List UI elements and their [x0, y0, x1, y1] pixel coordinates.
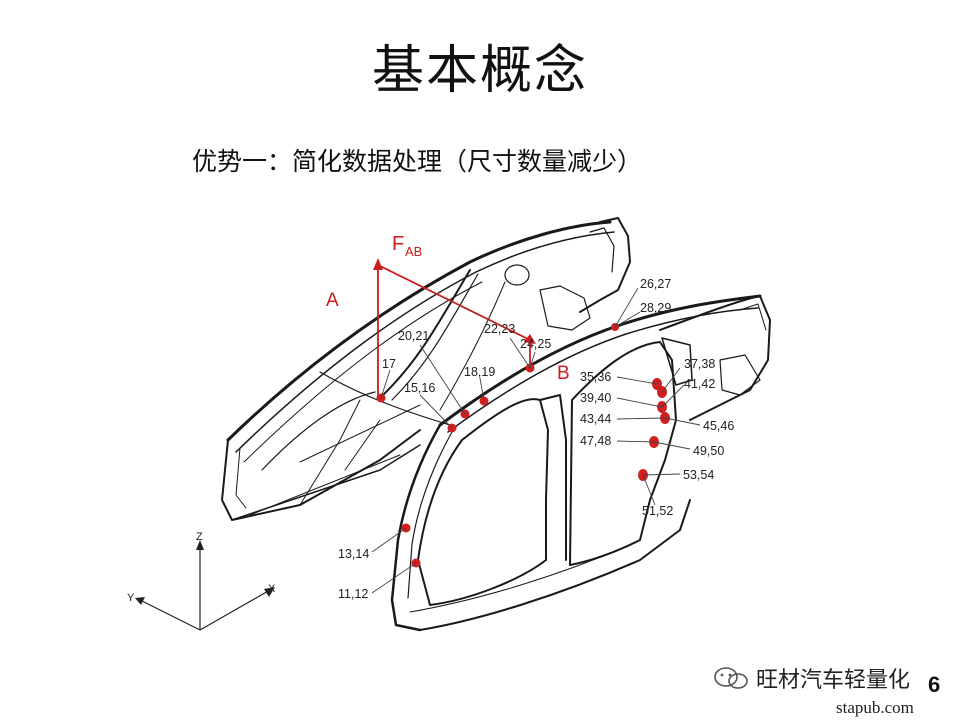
point-a-label: A	[326, 290, 339, 311]
callout-45-46: 45,46	[703, 419, 734, 433]
axis-x-label: X	[268, 583, 276, 595]
callout-37-38: 37,38	[684, 357, 715, 371]
slide-title: 基本概念	[371, 41, 588, 101]
axis-z-label: Z	[196, 531, 203, 543]
axis-y-label: Y	[127, 592, 135, 604]
point-b-label: B	[557, 363, 570, 384]
wechat-icon	[714, 667, 748, 689]
callout-39-40: 39,40	[580, 391, 611, 405]
callout-26-27: 26,27	[640, 277, 671, 291]
callout-20-21: 20,21	[398, 329, 429, 343]
callout-24-25: 24,25	[520, 337, 551, 351]
coordinate-axes	[135, 540, 275, 631]
watermark-site: stapub.com	[836, 698, 914, 717]
force-label-subscript: AB	[405, 244, 422, 259]
callout-22-23: 22,23	[484, 322, 515, 336]
callout-41-42: 41,42	[684, 377, 715, 391]
callout-35-36: 35,36	[580, 370, 611, 384]
callout-47-48: 47,48	[580, 434, 611, 448]
callout-43-44: 43,44	[580, 412, 611, 426]
callout-17: 17	[382, 357, 396, 371]
callout-53-54: 53,54	[683, 468, 714, 482]
force-label: F	[392, 233, 404, 255]
callout-18-19: 18,19	[464, 365, 495, 379]
callout-13-14: 13,14	[338, 547, 369, 561]
page-number: 6	[928, 672, 941, 697]
callout-15-16: 15,16	[404, 381, 435, 395]
callout-28-29: 28,29	[640, 301, 671, 315]
callout-51-52: 51,52	[642, 504, 673, 518]
watermark-brand: 旺材汽车轻量化	[756, 668, 911, 693]
callout-49-50: 49,50	[693, 444, 724, 458]
slide-subtitle: 优势一：简化数据处理（尺寸数量减少）	[192, 147, 643, 176]
callout-11-12: 11,12	[338, 587, 368, 601]
